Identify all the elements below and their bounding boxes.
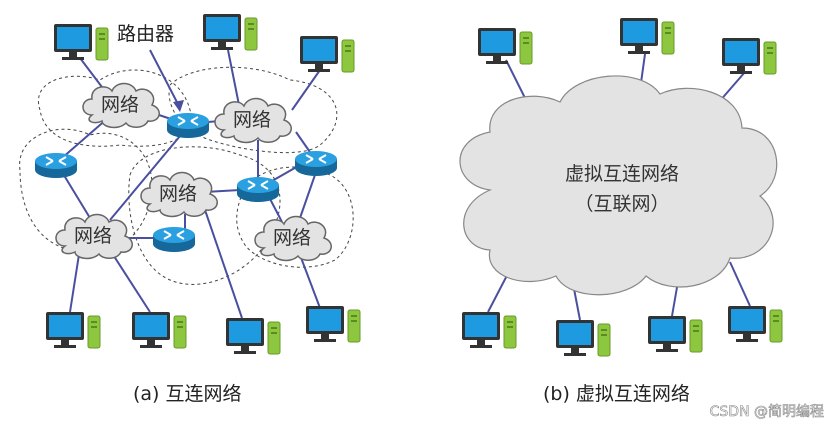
boundary-1	[37, 69, 193, 147]
link	[61, 117, 109, 159]
computer-icon	[477, 27, 533, 65]
computer-icon	[45, 311, 101, 349]
caption-a: (a) 互连网络	[133, 383, 242, 405]
arrowhead-icon	[173, 100, 184, 112]
link	[299, 254, 321, 309]
network-label: 网络	[159, 183, 197, 205]
computer-icon	[555, 319, 611, 357]
router-icon	[166, 112, 210, 139]
internet-cloud	[459, 75, 778, 296]
router-icon	[294, 150, 338, 177]
network-cloud-5: 网络	[254, 215, 332, 262]
link	[729, 261, 751, 307]
computer-icon	[619, 17, 675, 55]
router-icon	[34, 152, 78, 179]
network-cloud-4: 网络	[55, 213, 133, 260]
link	[291, 69, 321, 111]
router-icon	[236, 176, 280, 203]
router-label-arrow	[149, 49, 181, 109]
link	[227, 49, 241, 111]
link	[109, 249, 151, 313]
computer-icon	[299, 35, 355, 73]
computer-icon	[721, 37, 777, 75]
computer-icon	[131, 311, 187, 349]
computer-icon	[647, 315, 703, 353]
boundary-5	[236, 166, 354, 268]
link	[61, 171, 91, 219]
link	[69, 247, 81, 313]
network-cloud-3: 网络	[140, 171, 218, 218]
network-label: 网络	[273, 227, 311, 249]
caption-b: (b) 虚拟互连网络	[543, 383, 690, 405]
link	[204, 209, 243, 319]
computer-icon	[305, 305, 361, 343]
boundary-3	[19, 128, 153, 255]
panel-b: 虚拟互连网络 （互联网） (b) 虚拟互连网络	[459, 17, 783, 405]
network-label: 网络	[233, 109, 271, 131]
cloud-title: 虚拟互连网络	[565, 163, 679, 185]
network-label: 网络	[74, 225, 112, 247]
computer-icon	[461, 311, 517, 349]
link	[295, 131, 313, 156]
panel-a: 网络 网络 网络 网络 网络 路由器	[19, 13, 361, 405]
computer-icon	[53, 23, 109, 61]
network-cloud-1: 网络	[82, 82, 160, 129]
network-cloud-2: 网络	[214, 97, 292, 144]
link	[299, 171, 317, 219]
computer-icon	[202, 13, 258, 51]
watermark: CSDN @简明编程	[710, 403, 824, 420]
computer-icon	[727, 305, 783, 343]
computer-icon	[225, 317, 281, 355]
router-label: 路由器	[117, 23, 174, 45]
link	[109, 129, 186, 221]
router-icon	[152, 226, 196, 253]
network-label: 网络	[101, 94, 139, 116]
cloud-subtitle: （互联网）	[574, 193, 669, 215]
